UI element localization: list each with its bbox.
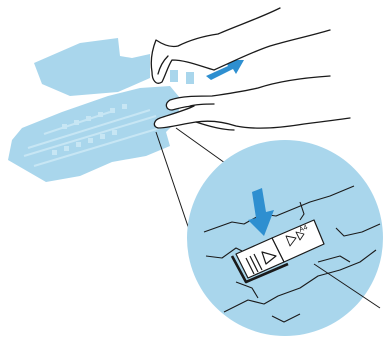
right-hand-icon <box>151 8 350 130</box>
tray-back-plate <box>34 38 150 96</box>
